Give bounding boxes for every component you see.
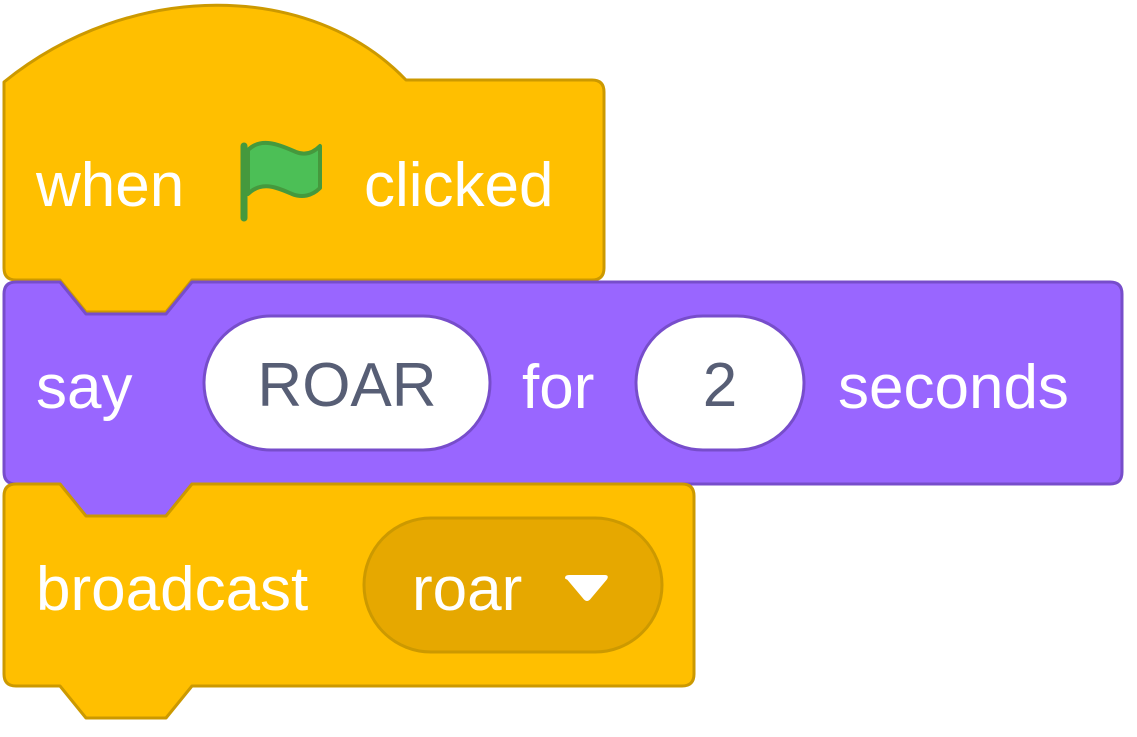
message-input[interactable]: ROAR	[202, 314, 492, 452]
message-input-value[interactable]: ROAR	[257, 351, 436, 420]
seconds-label: seconds	[838, 353, 1069, 422]
broadcast-block[interactable]: broadcast roar	[2, 482, 696, 720]
when-flag-clicked-block[interactable]: when clicked	[2, 3, 606, 314]
hat-label-clicked: clicked	[364, 151, 554, 220]
secs-input[interactable]: 2	[634, 314, 806, 452]
broadcast-label: broadcast	[36, 555, 308, 624]
dropdown-arrow-icon[interactable]	[565, 575, 608, 601]
say-for-secs-block[interactable]: say ROAR for 2 seconds	[2, 280, 1124, 518]
broadcast-message-value[interactable]: roar	[412, 555, 522, 624]
say-label: say	[36, 353, 132, 422]
for-label: for	[522, 353, 594, 422]
secs-input-value[interactable]: 2	[703, 351, 737, 420]
green-flag-icon[interactable]	[240, 140, 322, 222]
broadcast-message-dropdown[interactable]: roar	[362, 516, 664, 654]
hat-label-when: when	[35, 151, 184, 220]
